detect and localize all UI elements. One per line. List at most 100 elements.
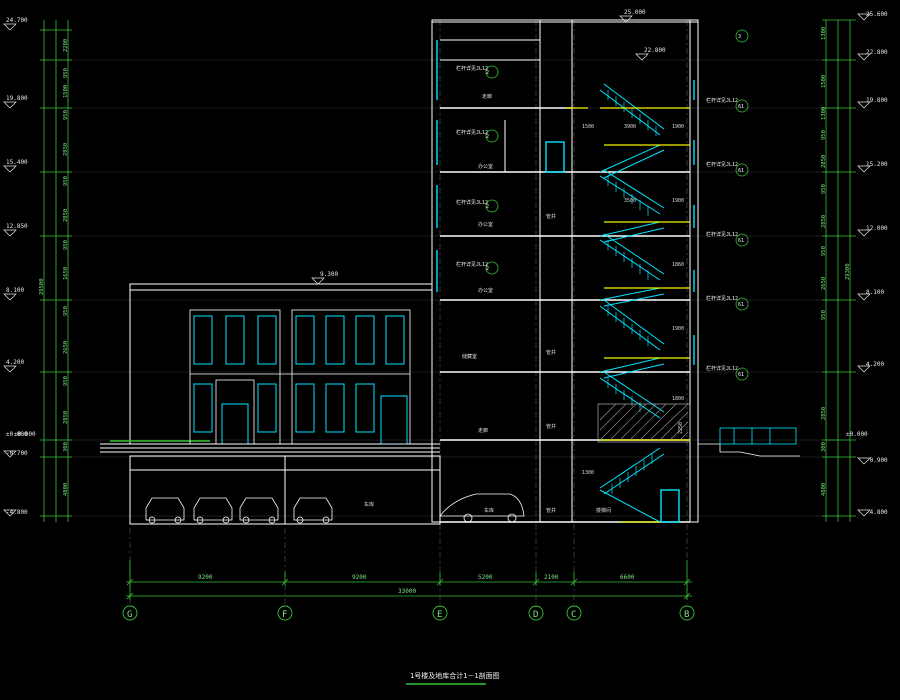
tower-section bbox=[431, 19, 699, 523]
roof-level-marks: 25.000 22.800 9.300 ±0.000 ±0.000 bbox=[14, 9, 868, 438]
elev-label-right: 8.100 bbox=[866, 289, 884, 296]
dim-right: 1300 bbox=[821, 107, 827, 120]
room-label: 走廊 bbox=[482, 93, 492, 100]
callout-number: 2 bbox=[486, 70, 489, 76]
bay-dim: 2100 bbox=[544, 574, 559, 581]
room-label: 管井 bbox=[546, 507, 556, 514]
dim-left: 1500 bbox=[63, 85, 69, 98]
dim-right: 950 bbox=[821, 130, 827, 140]
callout-note: 栏杆详见JL12 bbox=[706, 295, 738, 302]
room-label: 楼梯间 bbox=[596, 507, 611, 514]
room-label: 车库 bbox=[364, 501, 374, 508]
grid-label: F bbox=[282, 610, 287, 620]
callout-note: 栏杆详见JL12 bbox=[456, 65, 488, 72]
callout-number: 2 bbox=[486, 204, 489, 210]
dim-left: 2850 bbox=[63, 411, 69, 424]
grid-label: B bbox=[684, 610, 689, 620]
room-label: 办公室 bbox=[478, 287, 493, 294]
room-label: 办公室 bbox=[478, 163, 493, 170]
elev-label-left: 19.800 bbox=[6, 95, 28, 102]
tower-windows bbox=[436, 40, 695, 523]
ground-mark-left: ±0.000 bbox=[14, 431, 36, 438]
dim-right: 950 bbox=[821, 246, 827, 256]
grid-label: D bbox=[533, 610, 538, 620]
stair-balusters bbox=[607, 90, 657, 494]
callout-number: 61 bbox=[738, 168, 744, 174]
room-label: 储藏室 bbox=[462, 353, 477, 360]
car-icon bbox=[145, 493, 525, 524]
elev-label-left: 8.100 bbox=[6, 287, 24, 294]
bay-dim: 9200 bbox=[198, 574, 213, 581]
podium-facade-frame bbox=[189, 309, 411, 445]
right-elevation-scale: 25.600 22.800 19.800 15.200 12.000 8.100… bbox=[821, 11, 888, 522]
stair-flights bbox=[599, 83, 665, 523]
callout-note: 栏杆详见JL12 bbox=[706, 231, 738, 238]
dim-left: 2650 bbox=[63, 341, 69, 354]
dim-right: 2850 bbox=[821, 407, 827, 420]
elev-label-left: 12.850 bbox=[6, 223, 28, 230]
dim-right: 1300 bbox=[821, 27, 827, 40]
dim-left-total: 29500 bbox=[39, 278, 45, 295]
stair-nosings bbox=[566, 107, 690, 523]
dim-right: 950 bbox=[821, 310, 827, 320]
elev-label-right: 19.800 bbox=[866, 97, 888, 104]
dim-left: 950 bbox=[63, 376, 69, 386]
dim-left: 1650 bbox=[63, 267, 69, 280]
dim-right: 300 bbox=[821, 442, 827, 452]
callout-number: 2 bbox=[486, 134, 489, 140]
stair-dim: 2250 bbox=[678, 422, 684, 434]
dim-right: 2650 bbox=[821, 277, 827, 290]
callout-note: 栏杆详见JL12 bbox=[706, 97, 738, 104]
dim-left: 950 bbox=[63, 176, 69, 186]
stair-dim: 3900 bbox=[624, 124, 636, 130]
callout-number: 61 bbox=[738, 104, 744, 110]
bay-dim: 6600 bbox=[620, 574, 635, 581]
stair-landing-hatch bbox=[597, 403, 691, 443]
callout-note: 栏杆详见JL12 bbox=[456, 261, 488, 268]
grid-label: C bbox=[571, 610, 576, 620]
dim-left: 950 bbox=[63, 306, 69, 316]
elev-label-right: -4.800 bbox=[866, 509, 888, 516]
elev-label-right: 15.200 bbox=[866, 161, 888, 168]
grid-label: E bbox=[437, 610, 442, 620]
callout-note: 栏杆详见JL12 bbox=[706, 365, 738, 372]
dim-left: 950 bbox=[63, 110, 69, 120]
room-label: 管井 bbox=[546, 213, 556, 220]
elev-label-left: ±0.000 bbox=[6, 431, 28, 438]
tower-roof-level: 22.800 bbox=[644, 47, 666, 54]
detail-callouts bbox=[485, 29, 749, 381]
room-label: 车库 bbox=[484, 507, 494, 514]
dim-left: 2850 bbox=[63, 209, 69, 222]
dim-left: 950 bbox=[63, 68, 69, 78]
dim-right: 4800 bbox=[821, 483, 827, 496]
room-label: 管井 bbox=[546, 349, 556, 356]
elev-label-right: 25.600 bbox=[866, 11, 888, 18]
stair-dim: 1800 bbox=[672, 396, 684, 402]
elev-label-left: 24.700 bbox=[6, 17, 28, 24]
grid-label: G bbox=[127, 610, 132, 620]
elev-label-left: 15.400 bbox=[6, 159, 28, 166]
callout-number: 2 bbox=[486, 266, 489, 272]
podium-roof-level: 9.300 bbox=[320, 271, 338, 278]
elev-label-left: 4.200 bbox=[6, 359, 24, 366]
elev-label-right: 4.200 bbox=[866, 361, 884, 368]
podium-section bbox=[100, 283, 441, 525]
elev-label-left: -4.800 bbox=[6, 509, 28, 516]
room-label: 管井 bbox=[546, 423, 556, 430]
dim-right: 2850 bbox=[821, 215, 827, 228]
stair-dim: 1900 bbox=[672, 198, 684, 204]
tower-top-level: 25.000 bbox=[624, 9, 646, 16]
bay-dimension-lines bbox=[126, 560, 692, 600]
entrance-steps bbox=[698, 427, 800, 457]
stair-dim: 1500 bbox=[582, 124, 594, 130]
elev-label-right: -0.900 bbox=[866, 457, 888, 464]
stair-dim: 1300 bbox=[582, 470, 594, 476]
dim-right: 950 bbox=[821, 184, 827, 194]
bay-dim: 9200 bbox=[352, 574, 367, 581]
room-label: 走廊 bbox=[478, 427, 488, 434]
elev-label-left: -0.700 bbox=[6, 450, 28, 457]
elev-label-right: 22.800 bbox=[866, 49, 888, 56]
grid-bubbles bbox=[122, 605, 695, 621]
left-elevation-scale: 24.700 19.800 15.400 12.850 8.100 4.200 … bbox=[3, 17, 72, 522]
